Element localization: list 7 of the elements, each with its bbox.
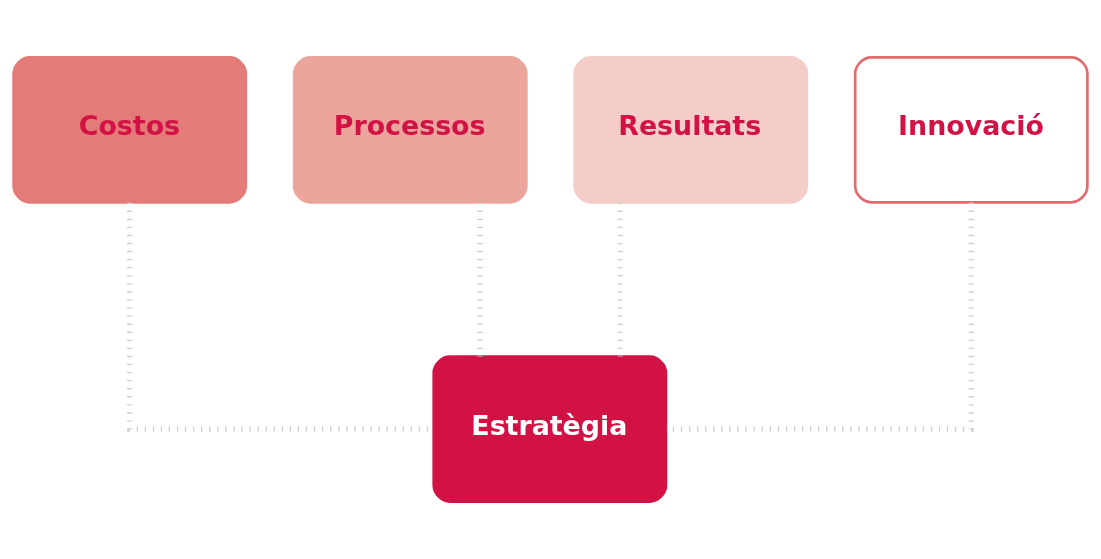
node-box: Processos [292, 56, 528, 204]
connector [617, 202, 623, 357]
connector [477, 202, 483, 357]
node-box: Costos [12, 56, 248, 204]
node-box: Resultats [573, 56, 809, 204]
node-box: Estratègia [432, 355, 668, 503]
node-box: Innovació [853, 56, 1089, 204]
